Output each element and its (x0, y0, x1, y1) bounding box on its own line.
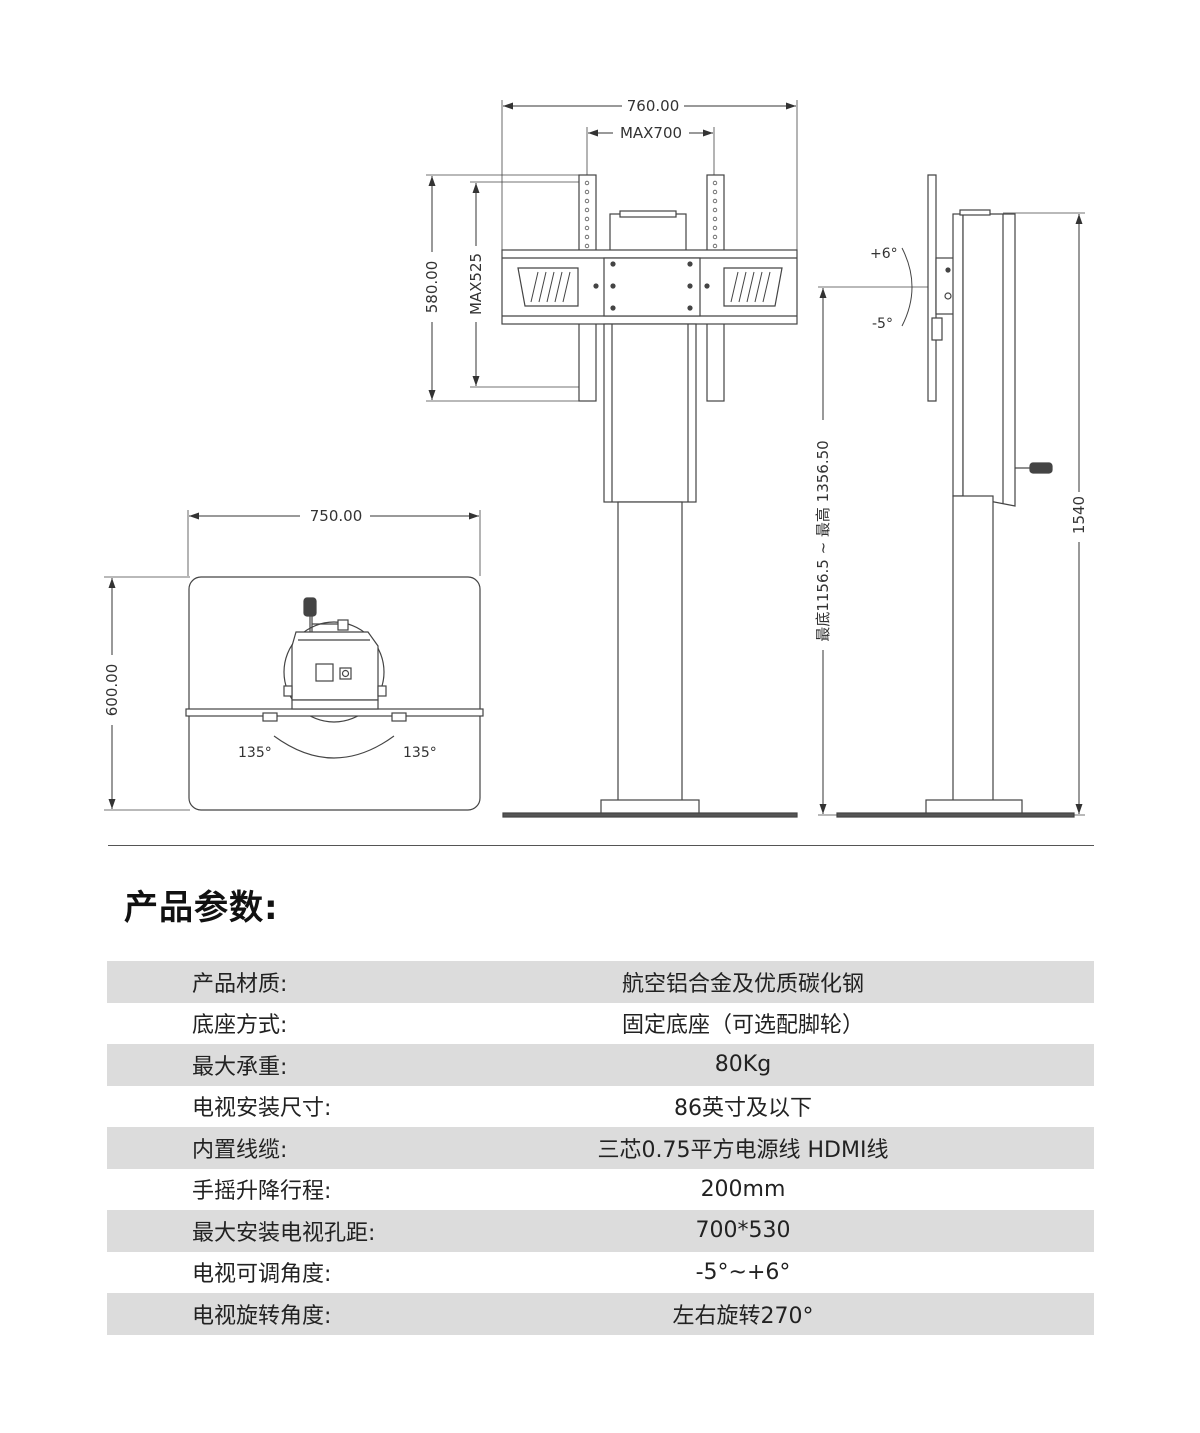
dim-front-vesa-width: MAX700 (620, 124, 682, 142)
spec-row: 电视旋转角度: 左右旋转270° (107, 1293, 1094, 1335)
spec-value: 200mm (700, 1176, 786, 1202)
spec-label: 产品材质: (192, 971, 288, 997)
spec-label: 底座方式: (192, 1013, 288, 1039)
spec-row: 电视可调角度: -5°~+6° (107, 1252, 1094, 1294)
top-view (104, 510, 484, 811)
front-view (426, 100, 798, 818)
spec-value: 固定底座（可选配脚轮） (621, 1013, 864, 1039)
dim-base-depth: 600.00 (103, 664, 121, 717)
spec-label: 内置线缆: (192, 1137, 288, 1163)
dim-front-width: 760.00 (627, 97, 680, 115)
spec-value: -5°~+6° (695, 1259, 791, 1285)
angle-tilt-up: +6° (870, 246, 898, 262)
spec-row: 手摇升降行程: 200mm (107, 1169, 1094, 1211)
dim-side-height-range: 最底1156.5 ~ 最高 1356.50 (814, 440, 832, 641)
angle-tilt-down: -5° (872, 316, 893, 332)
angle-rotate-right: 135° (403, 745, 437, 761)
side-view (818, 174, 1085, 818)
spec-label: 电视可调角度: (192, 1262, 332, 1288)
dim-side-total-height: 1540 (1070, 496, 1088, 534)
section-divider (108, 845, 1094, 846)
spec-row: 最大承重: 80Kg (107, 1044, 1094, 1086)
spec-label: 最大承重: (192, 1054, 288, 1080)
technical-drawing: 760.00 MAX700 580.00 MAX525 (103, 97, 1088, 818)
spec-row: 产品材质: 航空铝合金及优质碳化钢 (107, 961, 1094, 1003)
spec-label: 电视旋转角度: (192, 1303, 332, 1329)
spec-row: 电视安装尺寸: 86英寸及以下 (107, 1086, 1094, 1128)
spec-value: 三芯0.75平方电源线 HDMI线 (597, 1137, 889, 1163)
spec-label: 手摇升降行程: (192, 1179, 332, 1205)
section-title: 产品参数: (124, 888, 279, 928)
spec-table: 产品材质: 航空铝合金及优质碳化钢 底座方式: 固定底座（可选配脚轮） 最大承重… (107, 961, 1094, 1335)
dim-front-vesa-height: MAX525 (467, 253, 485, 315)
spec-row: 内置线缆: 三芯0.75平方电源线 HDMI线 (107, 1127, 1094, 1169)
spec-row: 最大安装电视孔距: 700*530 (107, 1210, 1094, 1252)
spec-value: 航空铝合金及优质碳化钢 (621, 971, 864, 997)
dim-front-height: 580.00 (423, 261, 441, 314)
spec-row: 底座方式: 固定底座（可选配脚轮） (107, 1003, 1094, 1045)
dim-base-width: 750.00 (310, 507, 363, 525)
spec-value: 86英寸及以下 (674, 1096, 812, 1122)
spec-value: 700*530 (695, 1218, 791, 1244)
angle-rotate-left: 135° (238, 745, 272, 761)
spec-label: 电视安装尺寸: (192, 1096, 332, 1122)
spec-value: 80Kg (714, 1052, 772, 1078)
spec-value: 左右旋转270° (672, 1303, 814, 1329)
spec-label: 最大安装电视孔距: (192, 1220, 376, 1246)
